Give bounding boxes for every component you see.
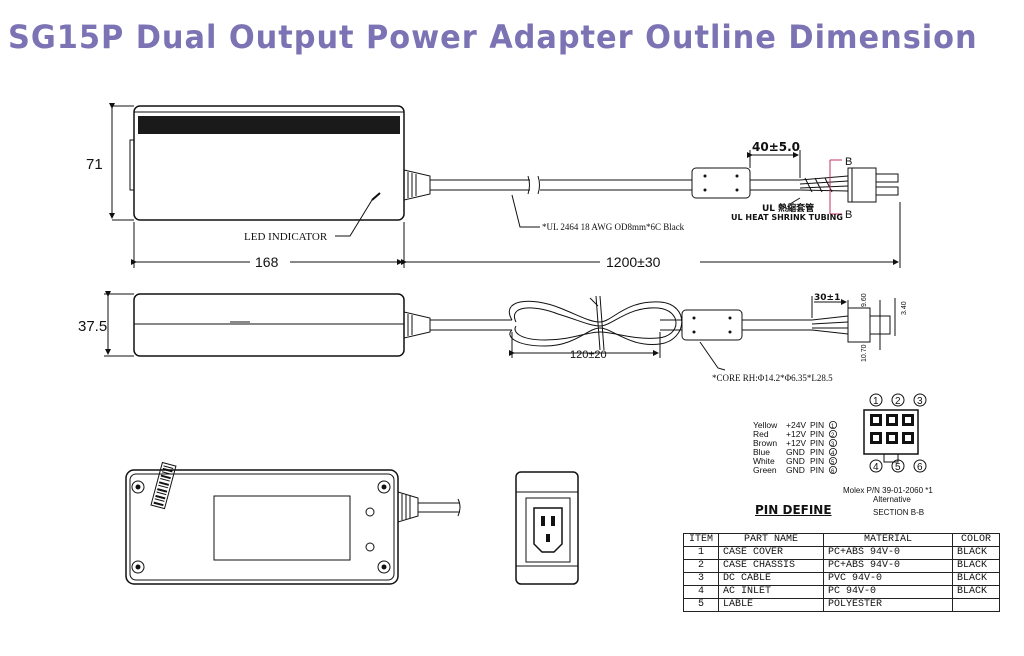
dim-cable-1200: 1200±30 (606, 254, 661, 270)
ferrite-core-side (681, 309, 743, 341)
svg-text:PIN: PIN (810, 429, 824, 439)
pin-section: 1 2 3 4 5 6 Yellow +24V PIN 1 Red +12V (753, 393, 933, 517)
label-core-spec: *CORE RH:Φ14.2*Φ6.35*L28.5 (712, 373, 833, 383)
pin-row: Green GND PIN 6 (753, 465, 838, 475)
svg-text:PIN: PIN (810, 465, 824, 475)
pin-bottom-numbers: 4 5 6 (869, 459, 927, 473)
vent-strip (138, 116, 400, 134)
pin-number-4: 4 (873, 462, 879, 473)
svg-text:Red: Red (753, 429, 769, 439)
pin-row: Yellow +24V PIN 1 (753, 420, 838, 430)
top-view: B B 71 168 1200±30 40±5.0 UL 熱縮套管 UL HEA… (86, 103, 901, 270)
svg-text:GND: GND (786, 456, 805, 466)
pin-row: Brown +12V PIN 3 (753, 438, 838, 448)
bom-header-row: ITEM PART NAME MATERIAL COLOR (683, 533, 1000, 547)
barcode (150, 461, 177, 510)
pin-number-1: 1 (873, 396, 879, 407)
page-title: SG15P Dual Output Power Adapter Outline … (8, 18, 978, 56)
svg-text:GND: GND (786, 447, 805, 457)
svg-text:PIN: PIN (810, 456, 824, 466)
end-view (515, 471, 579, 585)
pin-row: Red +12V PIN 2 (753, 429, 838, 439)
svg-text:3: 3 (831, 442, 835, 448)
svg-text:2: 2 (831, 433, 835, 439)
connector-top (847, 167, 877, 203)
svg-text:1: 1 (831, 424, 835, 430)
svg-text:6: 6 (831, 469, 835, 475)
svg-text:+24V: +24V (786, 420, 806, 430)
svg-text:PIN: PIN (810, 447, 824, 457)
ferrite-core-top (691, 167, 751, 199)
svg-text:Green: Green (753, 465, 777, 475)
svg-text:5: 5 (831, 460, 835, 466)
alternative-label: Alternative (873, 495, 911, 504)
label-heat-shrink-en: UL HEAT SHRINK TUBING (731, 213, 843, 222)
dim-width-168: 168 (255, 254, 279, 270)
pin-number-2: 2 (895, 396, 901, 407)
led-mark (371, 192, 381, 201)
dim-3-40: 3.40 (901, 301, 908, 315)
pin-number-3: 3 (917, 396, 923, 407)
svg-text:Brown: Brown (753, 438, 777, 448)
adapter-body-side (133, 293, 405, 357)
connector-side (847, 307, 871, 343)
label-cable-spec: *UL 2464 18 AWG OD8mm*6C Black (542, 222, 685, 232)
dim-9-60: 9.60 (861, 293, 868, 307)
section-label: SECTION B-B (873, 508, 924, 517)
ac-inlet (525, 497, 571, 563)
bottom-view (125, 461, 461, 585)
pin-define-heading: PIN DEFINE (755, 503, 832, 517)
pin-number-6: 6 (917, 462, 923, 473)
label-heat-shrink-cn: UL 熱縮套管 (762, 202, 814, 214)
svg-text:+12V: +12V (786, 438, 806, 448)
svg-text:Yellow: Yellow (753, 420, 778, 430)
section-marker-b1: B (845, 156, 852, 168)
svg-text:White: White (753, 456, 775, 466)
pin-list: Yellow +24V PIN 1 Red +12V PIN 2 Brown +… (753, 420, 838, 475)
label-area (213, 495, 351, 561)
dim-loop-120: 120±20 (570, 349, 607, 361)
label-led-indicator: LED INDICATOR (244, 231, 328, 243)
pin-row: Blue GND PIN 4 (753, 447, 838, 457)
adapter-end (515, 471, 579, 585)
svg-text:4: 4 (831, 451, 835, 457)
dim-10-70: 10.70 (861, 344, 868, 362)
section-marker-b2: B (845, 209, 852, 221)
dim-height-37: 37.5 (78, 318, 107, 335)
molex-part-number: Molex P/N 39-01-2060 *1 (843, 486, 933, 495)
dim-ferrite-offset: 40±5.0 (752, 140, 800, 154)
svg-text:PIN: PIN (810, 420, 824, 430)
svg-text:Blue: Blue (753, 447, 770, 457)
side-view: 37.5 120±20 30±1 9.60 3.40 10.70 *CORE R… (78, 291, 908, 383)
svg-text:GND: GND (786, 465, 805, 475)
dim-height-71: 71 (86, 156, 103, 173)
svg-text:+12V: +12V (786, 429, 806, 439)
pin-number-5: 5 (895, 462, 901, 473)
svg-text:PIN: PIN (810, 438, 824, 448)
pin-row: White GND PIN 5 (753, 456, 838, 466)
adapter-body-bottom (125, 469, 399, 585)
pin-top-numbers: 1 2 3 (869, 393, 927, 407)
dim-conn-offset: 30±1 (814, 293, 840, 303)
